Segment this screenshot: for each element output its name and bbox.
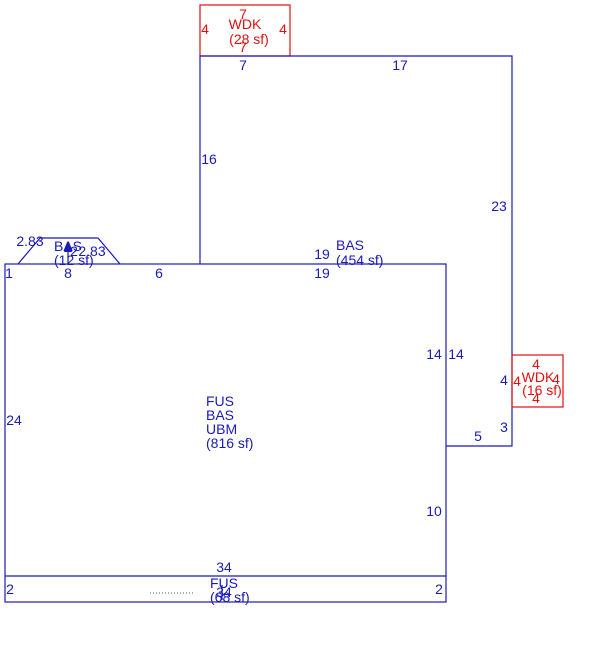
upper-bas-dim-step-right: 3 xyxy=(500,419,508,435)
main-line2: BAS xyxy=(206,407,234,423)
main-area: (816 sf) xyxy=(206,435,253,451)
upper-bas-dim-step: 5 xyxy=(474,428,482,444)
main-dim-bottom: 34 xyxy=(216,559,232,575)
upper-bas-dim-inner-left: 14 xyxy=(426,346,442,362)
strip-code: FUS xyxy=(210,575,238,591)
small-bas-dim-right: 2.83 xyxy=(78,243,105,259)
right-deck-dim-top: 4 xyxy=(532,356,540,372)
top-deck-dim-left: 4 xyxy=(201,21,209,37)
top-deck-dim-top: 7 xyxy=(239,6,247,22)
upper-bas-dim-inner-right: 14 xyxy=(448,346,464,362)
top-deck-dim-bottom: 7 xyxy=(239,39,247,55)
upper-bas-dim-top-left: 7 xyxy=(239,57,247,73)
small-bas-dim-mid: 2 xyxy=(70,243,78,259)
main-dim-left: 24 xyxy=(6,412,22,428)
upper-bas-outline xyxy=(199,55,513,447)
strip-dim-right: 2 xyxy=(435,581,443,597)
top-deck-area: (28 sf) xyxy=(229,31,269,47)
small-bas-dim-left: 2.83 xyxy=(16,233,43,249)
upper-bas-dim-bottom-inner: 19 xyxy=(314,265,330,281)
upper-bas-dim-bottom-outer: 19 xyxy=(314,246,330,262)
upper-bas-dim-right-lower: 4 xyxy=(500,372,508,388)
upper-bas-dim-right: 23 xyxy=(491,198,507,214)
top-deck-dim-right: 4 xyxy=(279,21,287,37)
main-dim-corner: 1 xyxy=(5,265,13,281)
main-dim-right-lower: 10 xyxy=(426,503,442,519)
right-deck-outline xyxy=(511,354,564,408)
upper-bas-area: (454 sf) xyxy=(336,252,383,268)
right-deck-dim-right: 4 xyxy=(552,371,560,387)
small-bas-area: (12 sf) xyxy=(54,252,94,268)
strip-dim-left: 2 xyxy=(6,581,14,597)
small-bas-code: BAS xyxy=(54,238,82,254)
main-area-outline xyxy=(4,263,447,603)
small-bas-outline xyxy=(17,237,121,265)
right-deck-dim-bottom: 4 xyxy=(532,390,540,406)
right-deck-code: WDK xyxy=(522,369,555,385)
upper-bas-dim-left: 16 xyxy=(201,151,217,167)
main-line1: FUS xyxy=(206,393,234,409)
top-deck-code: WDK xyxy=(229,16,262,32)
small-bas-dim-bottom: 8 xyxy=(64,265,72,281)
upper-bas-code: BAS xyxy=(336,237,364,253)
strip-dim-mid: 34 xyxy=(216,584,232,600)
upper-bas-dim-top-right: 17 xyxy=(392,57,408,73)
small-bas-arrow xyxy=(64,242,72,252)
right-deck-dim-left: 4 xyxy=(513,373,521,389)
right-deck-area: (16 sf) xyxy=(522,382,562,398)
main-dim-top-seg: 6 xyxy=(155,265,163,281)
main-line3: UBM xyxy=(206,421,237,437)
strip-area: (68 sf) xyxy=(210,589,250,605)
